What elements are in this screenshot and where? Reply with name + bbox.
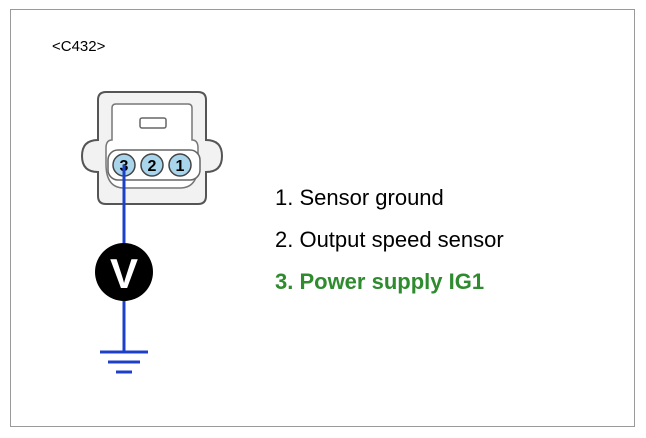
- pin-2-label: 2: [148, 158, 157, 175]
- connector-latch: [139, 117, 167, 129]
- pin-2: 2: [140, 153, 164, 177]
- voltmeter-symbol: V: [110, 250, 138, 297]
- diagram-frame: [10, 9, 635, 427]
- pin-2-circle: [140, 153, 164, 177]
- pin-1-circle: [168, 153, 192, 177]
- voltmeter-body: [95, 243, 153, 301]
- ground-icon: [100, 350, 148, 374]
- pin-1: 1: [168, 153, 192, 177]
- pin-legend: 1. Sensor ground 2. Output speed sensor …: [275, 184, 504, 310]
- legend-item-3: 3. Power supply IG1: [275, 269, 485, 294]
- legend-item-2: 2. Output speed sensor: [275, 227, 504, 252]
- connector-id-label: <C432>: [52, 38, 106, 55]
- legend-item-1: 1. Sensor ground: [275, 185, 444, 210]
- pin-1-label: 1: [176, 158, 185, 175]
- voltmeter-icon: V: [95, 243, 153, 301]
